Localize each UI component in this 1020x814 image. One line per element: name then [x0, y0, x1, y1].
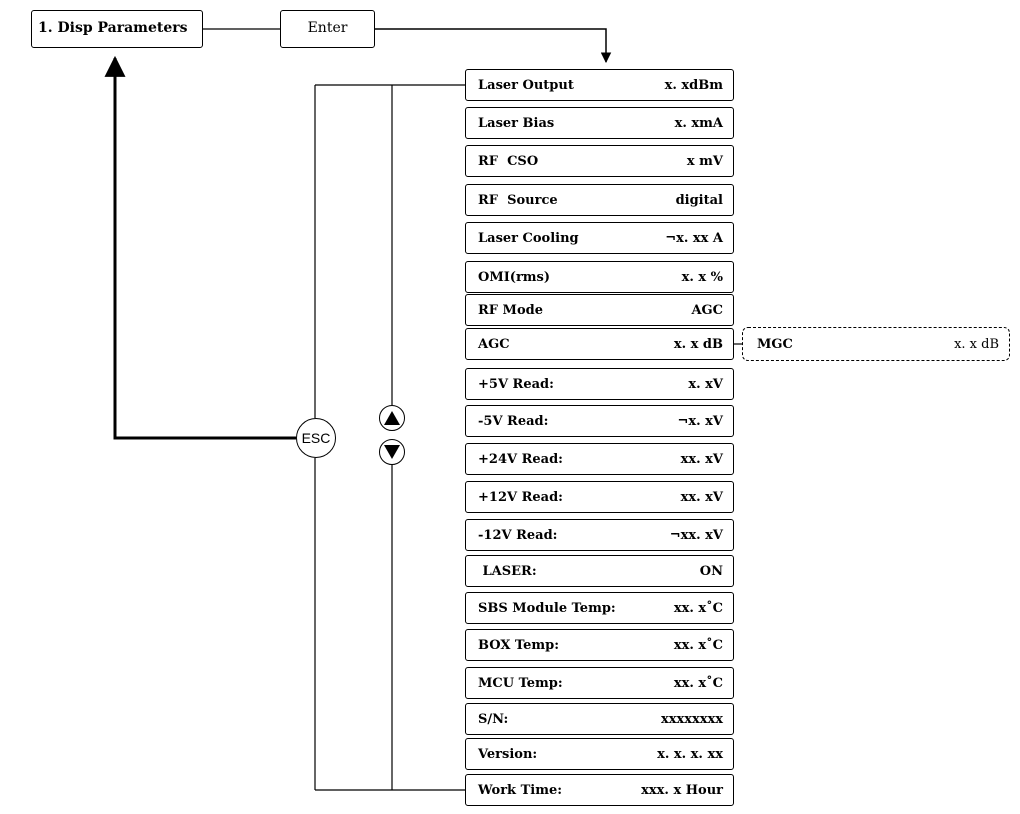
disp-parameters-box[interactable]: 1. Disp Parameters	[31, 10, 203, 48]
menu-item-value: xx. x˚C	[673, 637, 723, 653]
menu-item-label: +12V Read:	[478, 489, 563, 505]
menu-item-value: ¬x. xV	[677, 413, 723, 429]
menu-item-label: RF Mode	[478, 302, 543, 318]
menu-item[interactable]: RF CSO x mV	[465, 145, 734, 177]
menu-item[interactable]: Work Time: xxx. x Hour	[465, 774, 734, 806]
menu-item[interactable]: +5V Read: x. xV	[465, 368, 734, 400]
menu-item-label: Laser Cooling	[478, 230, 579, 246]
menu-item-value: xx. xV	[680, 451, 723, 467]
menu-item-label: Version:	[478, 746, 538, 762]
menu-item-label: AGC	[478, 336, 510, 352]
menu-item-label: -5V Read:	[478, 413, 549, 429]
up-arrow-icon[interactable]	[379, 405, 405, 431]
menu-item-label: BOX Temp:	[478, 637, 560, 653]
menu-item[interactable]: BOX Temp: xx. x˚C	[465, 629, 734, 661]
menu-item[interactable]: LASER: ON	[465, 555, 734, 587]
menu-item-value: xx. x˚C	[673, 600, 723, 616]
menu-item-label: S/N:	[478, 711, 509, 727]
menu-item[interactable]: Laser Cooling ¬x. xx A	[465, 222, 734, 254]
menu-item[interactable]: MCU Temp: xx. x˚C	[465, 667, 734, 699]
mgc-label: MGC	[757, 336, 793, 352]
menu-item-value: x. x. x. xx	[657, 746, 723, 762]
menu-item-label: -12V Read:	[478, 527, 558, 543]
menu-item[interactable]: Version: x. x. x. xx	[465, 738, 734, 770]
menu-item-value: xxxxxxxx	[660, 711, 723, 727]
menu-item[interactable]: +24V Read: xx. xV	[465, 443, 734, 475]
menu-item-label: +5V Read:	[478, 376, 554, 392]
menu-item-value: ¬x. xx A	[665, 230, 723, 246]
menu-item-value: x. xmA	[674, 115, 723, 131]
menu-item[interactable]: OMI(rms) x. x %	[465, 261, 734, 293]
menu-item-label: +24V Read:	[478, 451, 563, 467]
menu-item[interactable]: RF Mode AGC	[465, 294, 734, 326]
menu-item-label: SBS Module Temp:	[478, 600, 616, 616]
menu-item-value: x. x %	[681, 269, 723, 285]
menu-item[interactable]: +12V Read: xx. xV	[465, 481, 734, 513]
menu-item-value: x. xV	[688, 376, 723, 392]
menu-item[interactable]: SBS Module Temp: xx. x˚C	[465, 592, 734, 624]
menu-item-value: xx. x˚C	[673, 675, 723, 691]
enter-button[interactable]: Enter	[280, 10, 375, 48]
menu-item-value: x mV	[686, 153, 723, 169]
menu-item-value: x. x dB	[673, 336, 723, 352]
esc-button[interactable]: ESC	[296, 418, 336, 458]
menu-item[interactable]: RF Source digital	[465, 184, 734, 216]
menu-item-value: digital	[675, 192, 723, 208]
menu-item-label: OMI(rms)	[478, 269, 551, 285]
menu-item[interactable]: Laser Output x. xdBm	[465, 69, 734, 101]
menu-item-value: AGC	[691, 302, 723, 318]
menu-item-value: ON	[699, 563, 723, 579]
menu-item[interactable]: -5V Read: ¬x. xV	[465, 405, 734, 437]
menu-item-label: Laser Output	[478, 77, 574, 93]
menu-item[interactable]: Laser Bias x. xmA	[465, 107, 734, 139]
down-arrow-icon[interactable]	[379, 439, 405, 465]
menu-item-value: x. xdBm	[664, 77, 723, 93]
menu-item-value: ¬xx. xV	[669, 527, 723, 543]
menu-item-label: MCU Temp:	[478, 675, 563, 691]
mgc-option[interactable]: MGC x. x dB	[742, 327, 1010, 361]
menu-item[interactable]: -12V Read: ¬xx. xV	[465, 519, 734, 551]
menu-item-value: xxx. x Hour	[641, 782, 723, 798]
menu-item[interactable]: AGC x. x dB	[465, 328, 734, 360]
menu-item-label: Work Time:	[478, 782, 563, 798]
menu-item[interactable]: S/N: xxxxxxxx	[465, 703, 734, 735]
menu-item-value: xx. xV	[680, 489, 723, 505]
menu-item-label: RF CSO	[478, 153, 539, 169]
menu-item-label: Laser Bias	[478, 115, 555, 131]
mgc-value: x. x dB	[954, 336, 999, 352]
menu-item-label: LASER:	[478, 563, 537, 579]
menu-item-label: RF Source	[478, 192, 558, 208]
